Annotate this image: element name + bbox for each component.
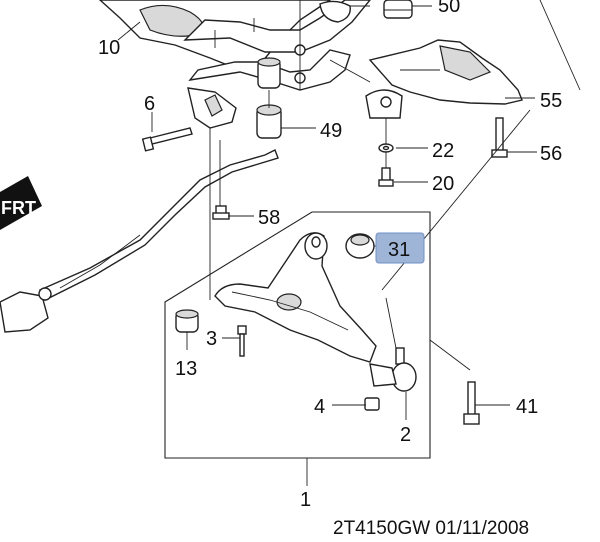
callout-31-highlight <box>375 232 425 264</box>
bolt-56 <box>491 117 508 158</box>
washer-22 <box>378 143 394 153</box>
callout-41: 41 <box>516 396 538 418</box>
nut-4 <box>364 397 380 411</box>
bushing-50 <box>383 0 413 19</box>
leader-lines <box>117 0 581 486</box>
callout-10: 10 <box>98 37 120 59</box>
callout-3: 3 <box>206 328 217 350</box>
callout-1: 1 <box>300 489 311 511</box>
callout-13: 13 <box>175 358 197 380</box>
lower-arm-box <box>164 211 431 459</box>
callout-31: 31 <box>388 239 410 261</box>
callout-49: 49 <box>320 120 342 142</box>
bolt-41 <box>463 381 480 425</box>
bushing-31 <box>345 233 375 259</box>
callout-2: 2 <box>400 424 411 446</box>
bolt-20 <box>378 167 394 187</box>
bolt-6 <box>141 127 193 152</box>
stabilizer-bar <box>0 149 279 333</box>
callout-4: 4 <box>314 396 325 418</box>
bracket-55 <box>365 39 523 119</box>
lower-control-arm <box>214 232 377 363</box>
callout-6: 6 <box>144 93 155 115</box>
drawing-code: 2T4150GW 01/11/2008 <box>333 518 529 539</box>
callout-20: 20 <box>432 173 454 195</box>
front-arrow-label: FRT <box>1 198 36 218</box>
bolt-58 <box>212 205 230 220</box>
callout-50: 50 <box>438 0 460 17</box>
callout-55: 55 <box>540 90 562 112</box>
callout-22: 22 <box>432 140 454 162</box>
callout-58: 58 <box>258 207 280 229</box>
front-arrow: FRT <box>0 176 42 230</box>
bolt-3 <box>237 325 247 357</box>
bushing-13 <box>175 309 199 333</box>
callout-56: 56 <box>540 143 562 165</box>
ball-joint-2 <box>369 347 417 392</box>
subframe <box>98 0 371 129</box>
